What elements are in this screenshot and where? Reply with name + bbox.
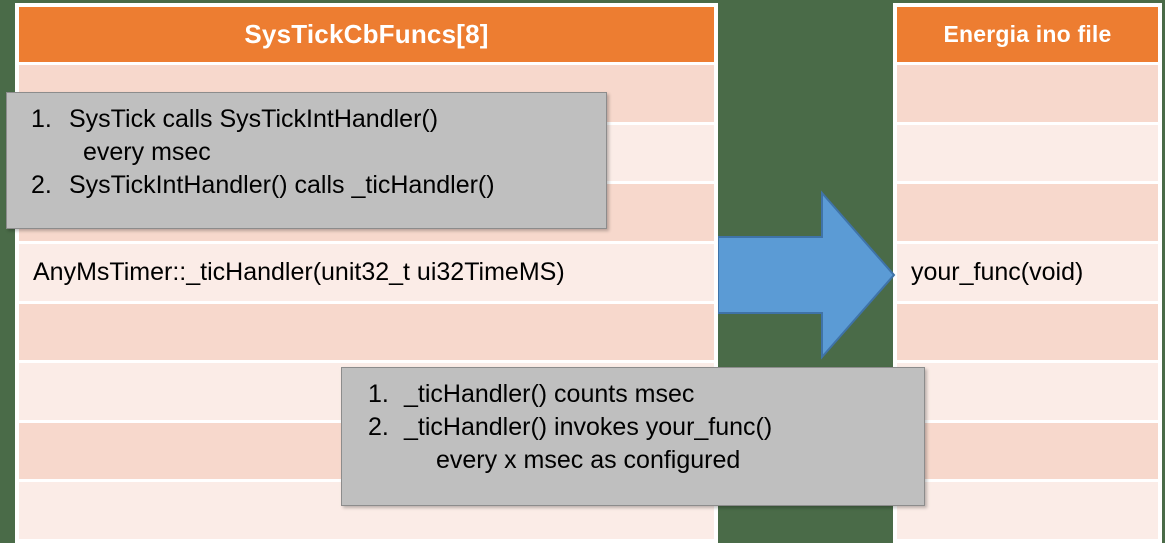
callout-item-text: _ticHandler() invokes your_func() [404,413,773,441]
callout-item: 1. SysTick calls SysTickIntHandler() [17,103,598,136]
callout-item-text: SysTick calls SysTickIntHandler() [69,105,439,133]
callout-item-number: 1. [368,380,389,408]
left-table-header: SysTickCbFuncs[8] [19,7,714,62]
right-arrow-icon [718,190,896,360]
callout-item-continuation: every x msec as configured [436,446,741,474]
table-row[interactable] [897,303,1158,361]
callout-tichandler-flow: 1. _ticHandler() counts msec 2. _ticHand… [341,367,925,506]
flow-arrow [718,190,896,360]
cell-text: AnyMsTimer::_ticHandler(unit32_t ui32Tim… [33,257,565,286]
callout-item: 1. _ticHandler() counts msec [352,378,916,411]
table-row[interactable] [897,363,1158,420]
callout-item: 2. _ticHandler() invokes your_func() [352,411,916,444]
table-row[interactable] [897,124,1158,182]
table-row[interactable] [19,303,714,361]
callout-item-number: 1. [31,105,52,133]
callout-item-number: 2. [31,171,52,199]
table-row-your-func[interactable]: your_func(void) [897,243,1158,301]
right-table-header: Energia ino file [897,7,1158,62]
callout-item-continuation: every msec [83,138,211,166]
right-table: Energia ino file your_func(void) [893,3,1162,543]
table-row[interactable] [897,422,1158,480]
callout-systick-flow: 1. SysTick calls SysTickIntHandler() eve… [6,92,607,229]
callout-item-text: _ticHandler() counts msec [404,380,695,408]
cell-text: your_func(void) [911,257,1084,286]
callout-item: 2. SysTickIntHandler() calls _ticHandler… [17,169,598,202]
callout-item-text: SysTickIntHandler() calls _ticHandler() [69,171,495,199]
right-table-rows: your_func(void) [897,65,1158,539]
callout-item-number: 2. [368,413,389,441]
table-row-tichandler[interactable]: AnyMsTimer::_ticHandler(unit32_t ui32Tim… [19,243,714,301]
table-row[interactable] [897,482,1158,539]
table-row[interactable] [897,184,1158,241]
table-row[interactable] [897,65,1158,122]
